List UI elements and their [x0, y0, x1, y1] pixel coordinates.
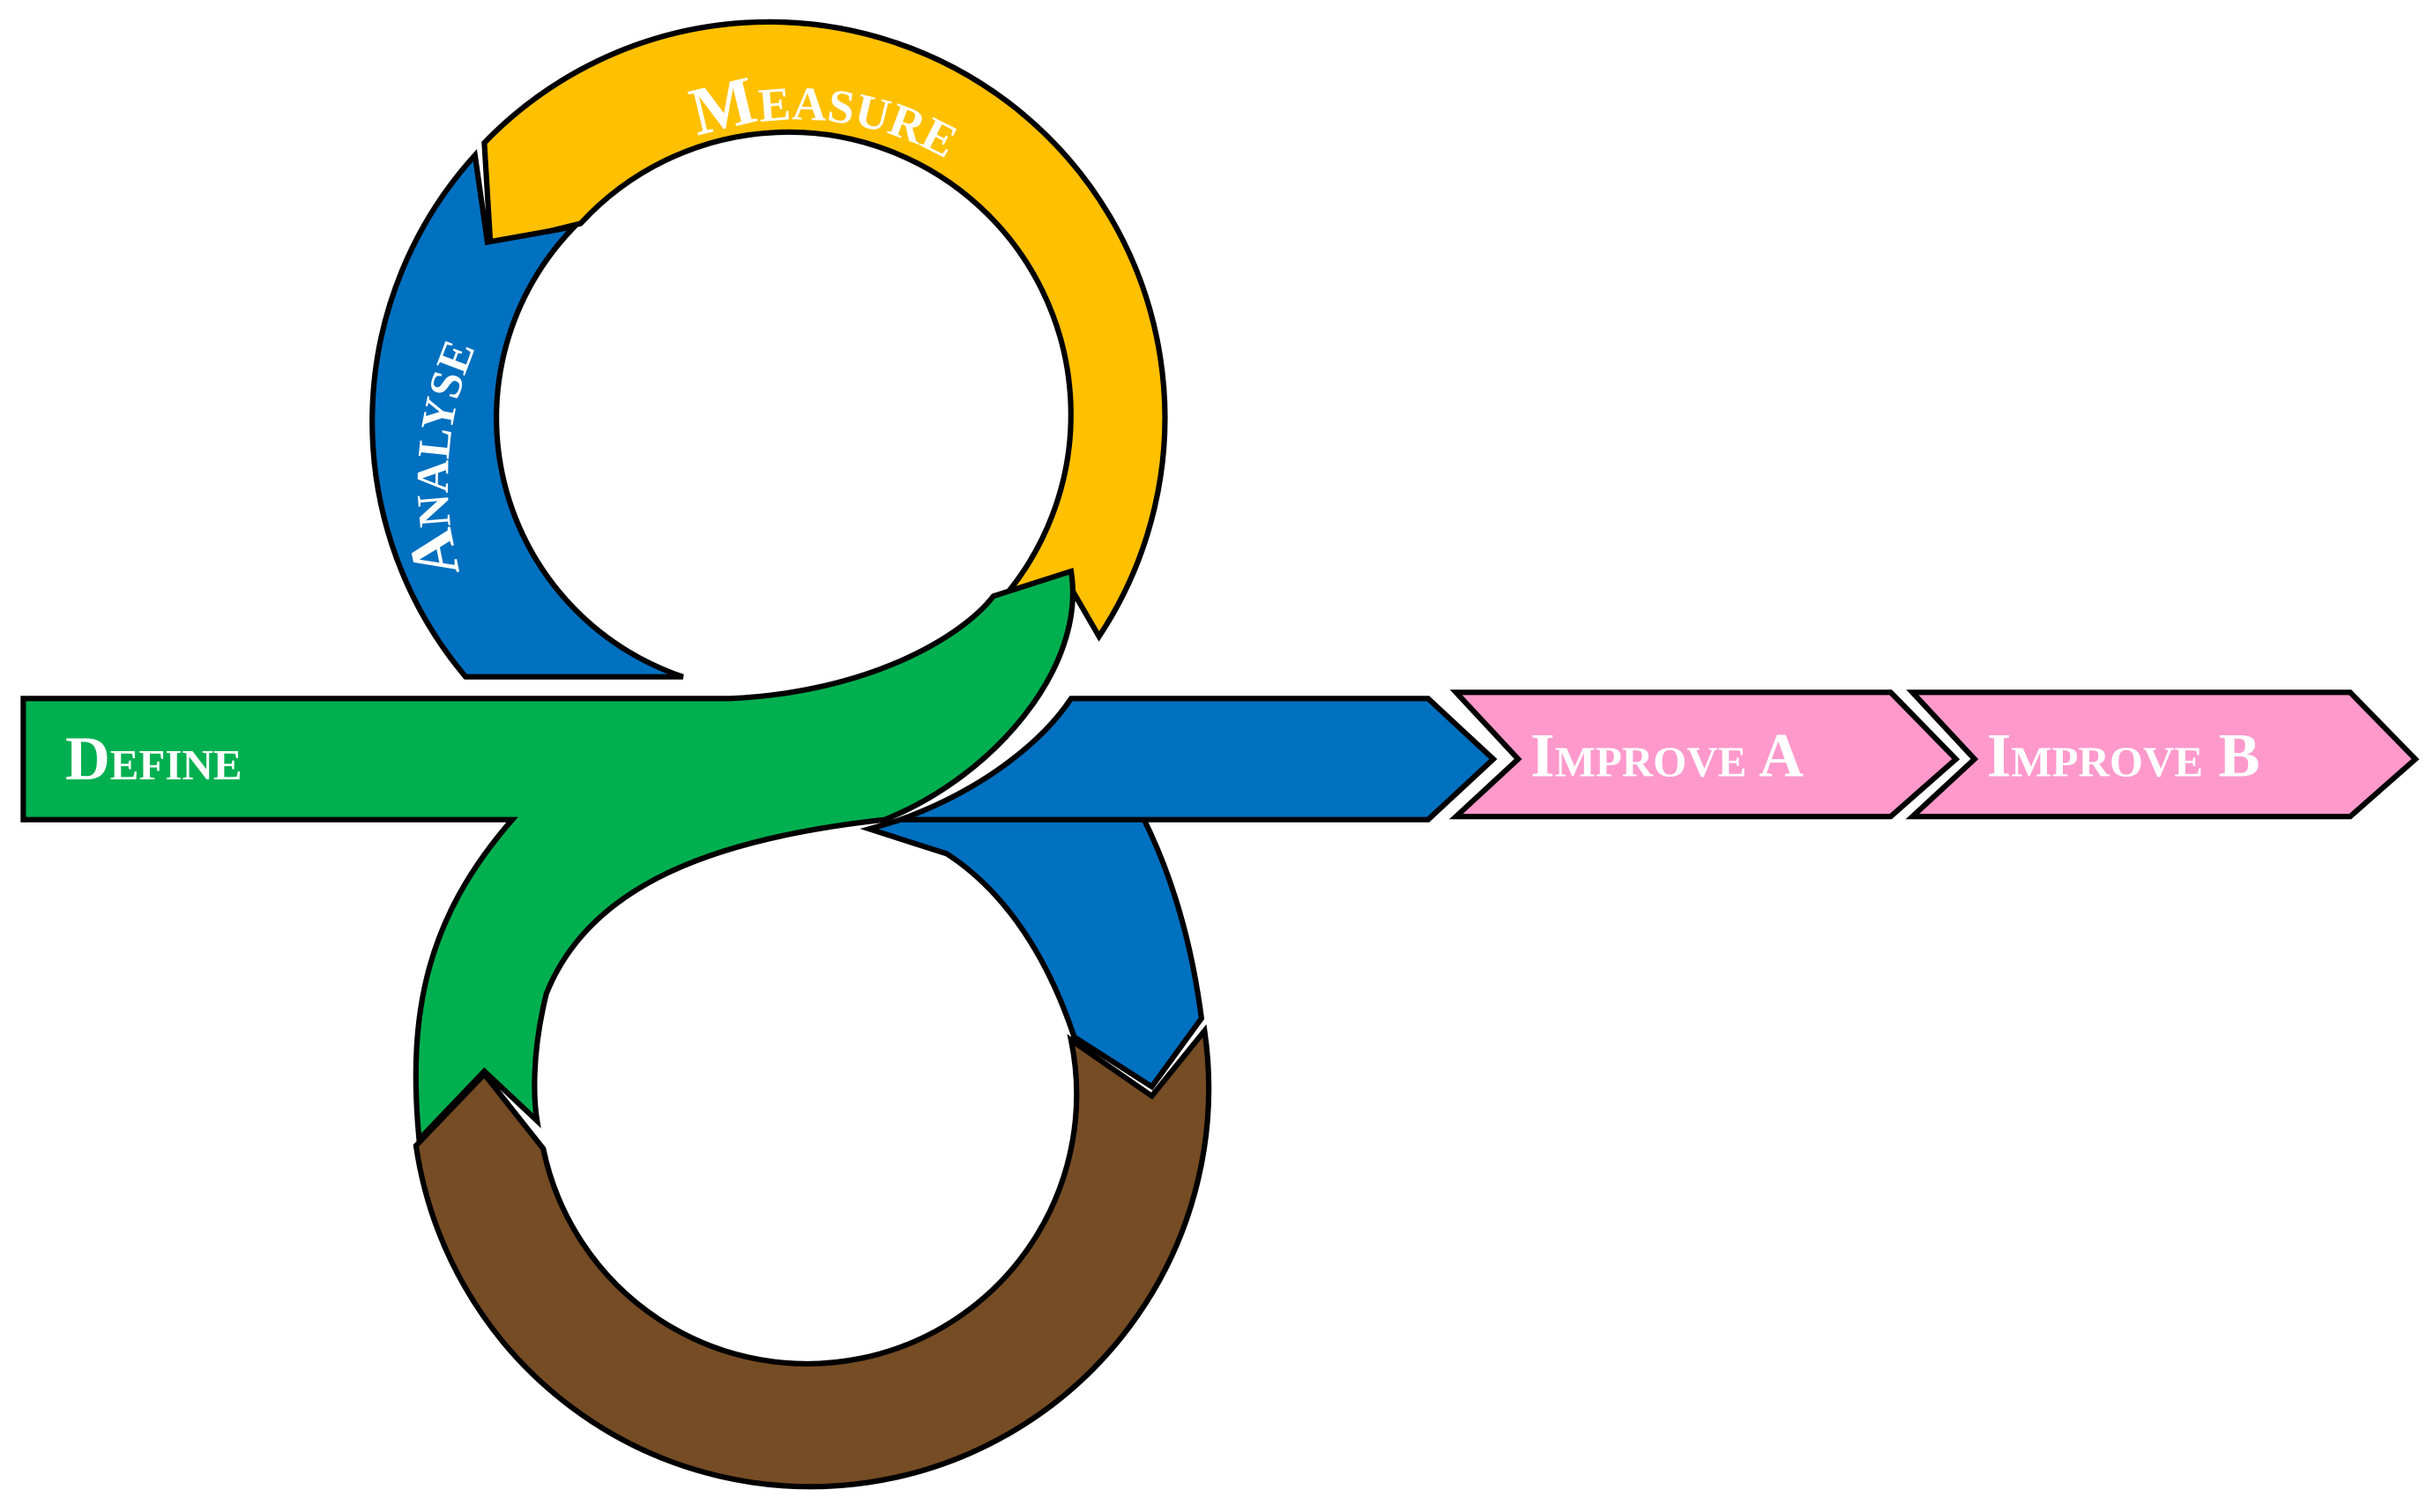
verify-arc	[413, 1024, 1212, 1490]
define-label: Define	[65, 725, 242, 793]
improve-a-label: Improve A	[1530, 721, 1804, 790]
improve-b-label: Improve B	[1987, 721, 2260, 790]
define-bar	[20, 567, 1076, 1146]
improve-a-chevron	[1448, 689, 1961, 820]
analyse-arc	[369, 149, 684, 680]
measure-arc	[481, 19, 1168, 642]
improve-b-chevron	[1905, 689, 2420, 820]
improve-exit-arrow	[899, 696, 1498, 823]
